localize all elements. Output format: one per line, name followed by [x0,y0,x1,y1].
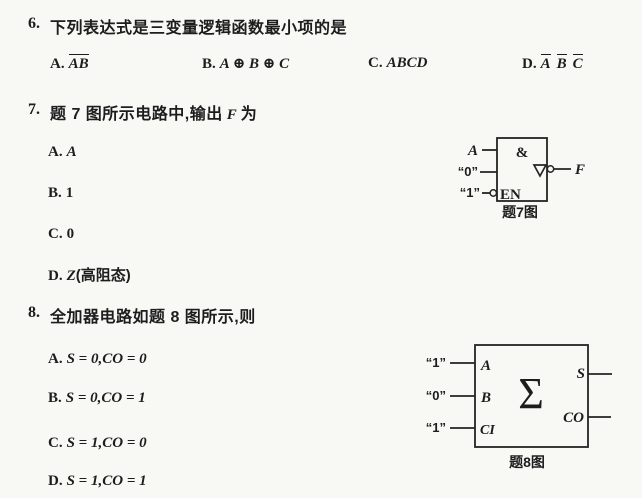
option-value-overline-B: B [556,54,567,72]
pin-label-b: B [480,390,491,406]
tristate-triangle-icon [532,164,548,178]
input-value-ci: “1” [426,420,446,435]
pin-label-ci: CI [480,423,495,438]
option-value-overline-C: C [572,54,583,72]
option-value: A [66,144,77,160]
question-7-option-b: B.1 [48,184,73,202]
question-8-stem: 全加器电路如题 8 图所示,则 [50,309,256,326]
question-7-option-a: A.A [48,143,77,161]
option-value: S = 0,CO = 0 [66,351,147,367]
question-6-option-a: A.AB [50,54,89,73]
option-value: A ⊕ B ⊕ C [219,56,290,72]
pin-label-s: S [577,366,585,382]
option-label: B. [48,185,62,201]
option-value: 0 [66,226,75,242]
figure-q8-full-adder: “1” A “0” B “1” CI Σ S CO 题8图 [426,344,612,470]
option-label: A. [48,351,63,367]
stem-variable-F: F [226,107,237,123]
and-symbol: & [516,145,529,161]
question-7-option-c: C.0 [48,225,74,243]
option-label: B. [202,56,216,72]
option-value-overline-AB: AB [68,54,89,72]
question-6-stem: 下列表达式是三变量逻辑函数最小项的是 [50,20,348,37]
question-7-number: 7. [28,101,40,118]
option-label: B. [48,390,62,406]
input-value-a: “1” [426,355,446,370]
question-8-option-b: B.S = 0,CO = 1 [48,389,146,407]
question-8-option-c: C.S = 1,CO = 0 [48,434,147,452]
question-8-option-a: A.S = 0,CO = 0 [48,350,147,368]
stem-text-post: 为 [240,106,258,123]
option-label: C. [48,226,63,242]
stem-text-pre: 题 7 图所示电路中,输出 [50,106,223,123]
option-label: C. [368,55,383,71]
en-inversion-bubble [489,189,498,197]
option-value-overline-A: A [540,54,551,72]
pin-label-a: A [480,358,491,374]
option-value: ABCD [386,55,428,71]
question-6-option-b: B.A ⊕ B ⊕ C [202,54,289,73]
input-value-b: “0” [426,388,446,403]
figure-caption: 题8图 [509,454,545,470]
figure-caption: 题7图 [502,204,538,220]
option-label: D. [48,268,63,284]
output-inversion-bubble [546,165,555,173]
input-label-0: “0” [458,164,478,179]
sigma-symbol: Σ [518,369,544,418]
question-8-number: 8. [28,304,40,321]
question-7-option-d: D.Z(高阻态) [48,264,131,285]
question-8-option-d: D.S = 1,CO = 1 [48,472,147,490]
figure-q7-tristate-and-gate: & A “0” “1” EN F 题7图 [458,137,585,220]
option-label: D. [48,473,63,489]
option-label: A. [50,56,65,72]
option-label: C. [48,435,63,451]
pin-label-co: CO [563,410,584,426]
enable-pin-label: EN [500,187,521,203]
question-6-number: 6. [28,15,40,32]
output-label-f: F [574,162,585,178]
input-label-a: A [467,143,478,159]
option-variable-Z: Z [66,268,76,284]
option-label: D. [522,56,537,72]
question-6-option-c: C.ABCD [368,54,427,72]
option-value: S = 1,CO = 1 [66,473,147,489]
option-value: (高阻态) [75,267,131,284]
option-label: A. [48,144,63,160]
option-value: S = 0,CO = 1 [65,390,146,406]
option-value: 1 [65,185,74,201]
option-value: S = 1,CO = 0 [66,435,147,451]
input-label-1: “1” [460,185,480,200]
